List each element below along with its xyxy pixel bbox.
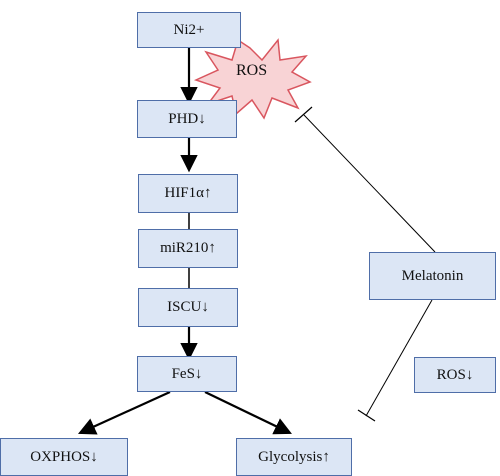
node-iscu: ISCU↓ [138,288,238,327]
node-ros-down: ROS↓ [414,357,496,393]
inhibit-bar-phd [294,106,313,123]
node-ni2: Ni2+ [137,12,241,48]
inhibit-melatonin-glycolysis [365,299,433,417]
node-melatonin: Melatonin [369,252,496,300]
node-oxphos: OXPHOS↓ [0,438,128,476]
inhibit-bar-glycolysis [357,409,376,422]
arrow-fes-oxphos [77,390,171,435]
node-fes: FeS↓ [137,356,237,392]
ros-burst-shape [193,38,312,120]
inhibit-melatonin-phd [303,114,436,253]
arrow-fes-glycolysis [204,391,292,435]
ros-burst-label: ROS [236,62,268,79]
node-mir210: miR210↑ [138,229,238,268]
node-hif1a: HIF1α↑ [138,174,238,213]
node-phd: PHD↓ [137,100,237,138]
node-glycolysis: Glycolysis↑ [236,438,352,476]
